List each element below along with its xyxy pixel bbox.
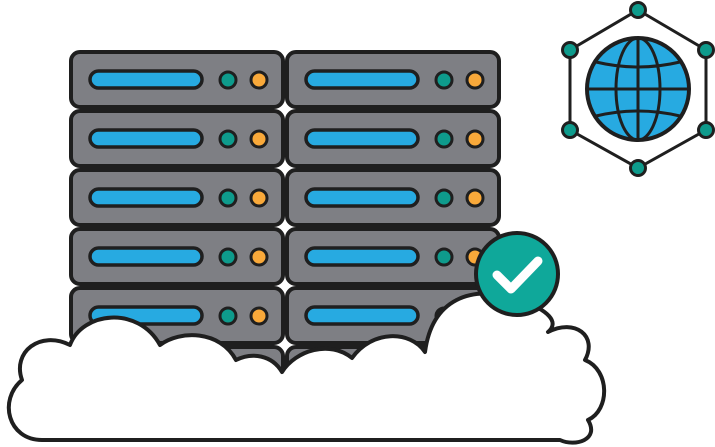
network-node	[697, 41, 715, 59]
status-led-teal	[434, 188, 454, 208]
status-led-orange	[249, 129, 269, 149]
drive-slot	[304, 187, 420, 208]
server-unit	[285, 168, 501, 227]
network-nodes	[561, 1, 715, 177]
status-led-teal	[218, 129, 238, 149]
drive-slot	[304, 246, 420, 267]
status-led-teal	[218, 70, 238, 90]
server-unit	[69, 168, 285, 227]
status-led-orange	[465, 188, 485, 208]
globe-latitude-north	[595, 60, 681, 69]
status-led-orange	[249, 70, 269, 90]
status-led-teal	[434, 129, 454, 149]
globe-network-icon	[561, 1, 715, 177]
status-led-orange	[249, 247, 269, 267]
status-led-orange	[249, 306, 269, 326]
drive-slot	[304, 69, 420, 90]
drive-slot	[88, 128, 204, 149]
network-node	[629, 1, 647, 19]
drive-slot	[304, 305, 420, 326]
status-led-teal	[434, 70, 454, 90]
network-node	[561, 121, 579, 139]
status-led-orange	[249, 188, 269, 208]
status-led-orange	[465, 70, 485, 90]
status-led-teal	[218, 247, 238, 267]
network-node	[561, 41, 579, 59]
drive-slot	[304, 128, 420, 149]
status-led-teal	[218, 188, 238, 208]
cloud-icon	[6, 291, 607, 445]
drive-slot	[88, 187, 204, 208]
server-unit	[285, 50, 501, 109]
status-led-teal	[434, 247, 454, 267]
network-node	[629, 159, 647, 177]
status-led-orange	[465, 129, 485, 149]
checkmark-badge-circle	[474, 231, 560, 317]
checkmark-badge-icon	[474, 231, 560, 317]
server-unit	[69, 109, 285, 168]
checkmark-icon	[492, 256, 543, 294]
server-unit	[69, 227, 285, 286]
status-led-teal	[218, 306, 238, 326]
globe-latitude-south	[595, 109, 681, 118]
server-unit	[285, 227, 501, 286]
drive-slot	[88, 246, 204, 267]
drive-slot	[88, 69, 204, 90]
server-unit	[285, 109, 501, 168]
network-node	[697, 121, 715, 139]
server-unit	[69, 50, 285, 109]
